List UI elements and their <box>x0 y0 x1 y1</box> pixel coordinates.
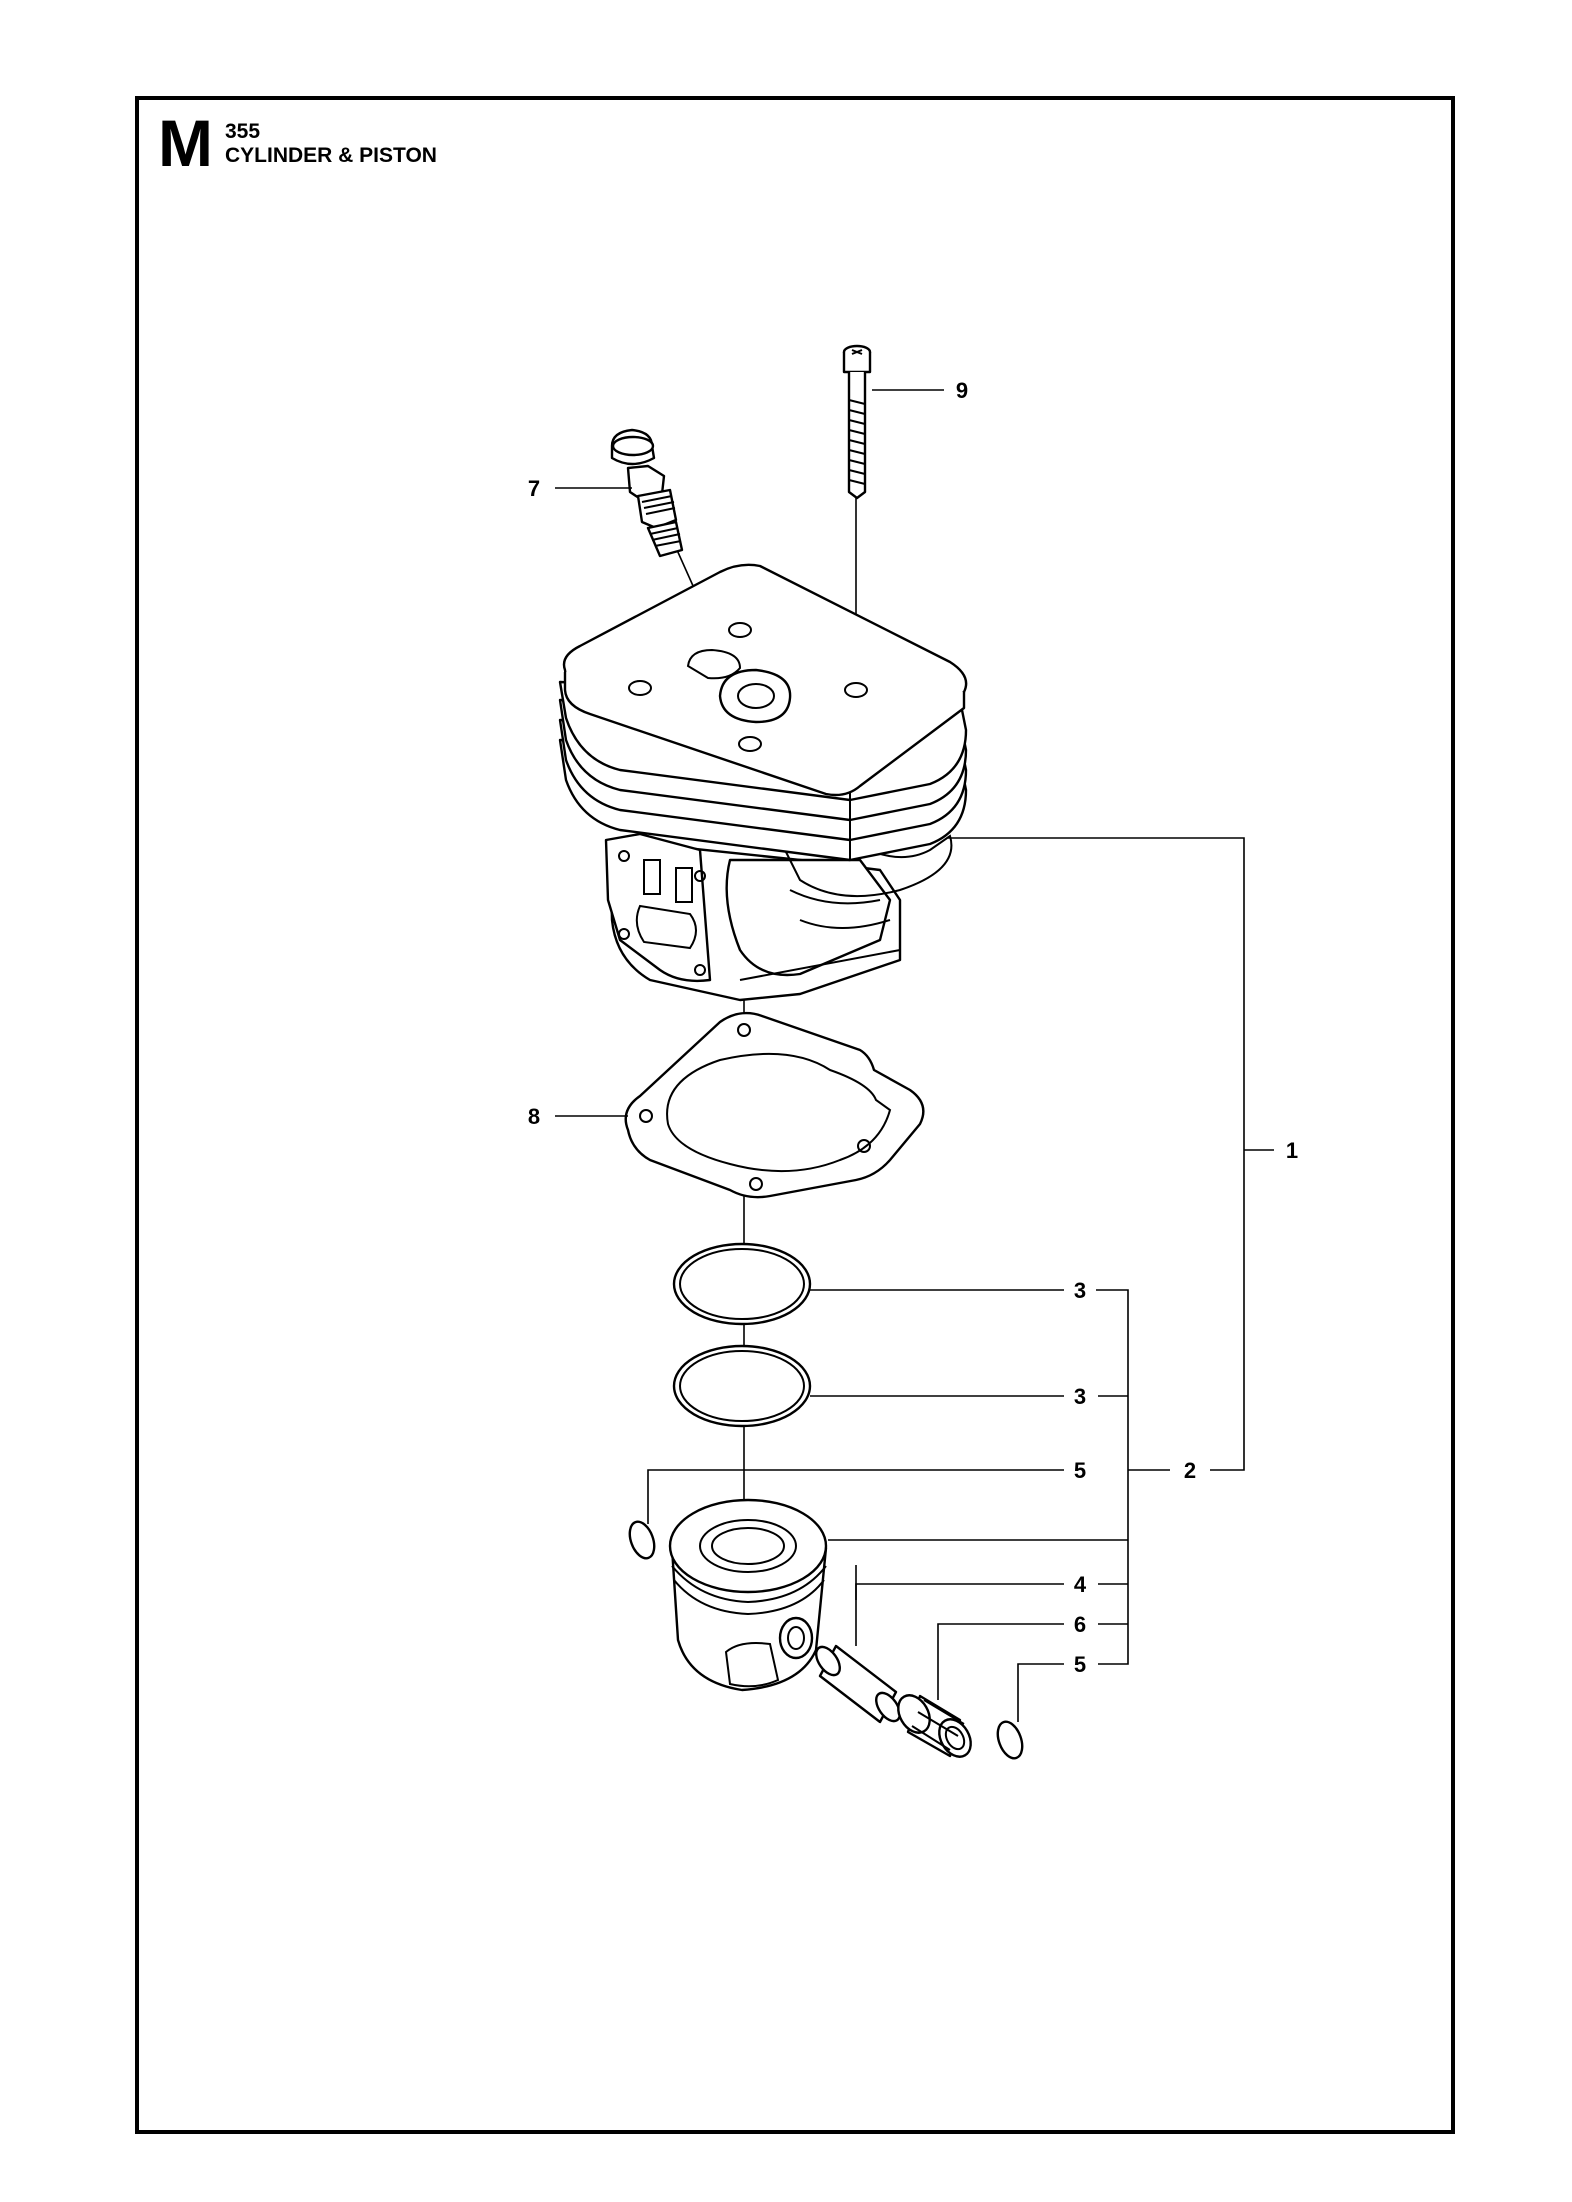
leader-lines <box>555 389 1274 1722</box>
valve-part-7 <box>610 428 684 558</box>
section-title: CYLINDER & PISTON <box>225 144 437 167</box>
piston-part-2 <box>668 1498 828 1692</box>
circlip-part-5-left <box>628 1520 656 1560</box>
piston-pin-part-4 <box>815 1644 901 1724</box>
callout-label-5-upper: 5 <box>1074 1458 1086 1483</box>
callout-labels: 9 7 8 1 3 3 5 2 4 6 5 <box>528 378 1298 1677</box>
circlip-part-5-right <box>996 1720 1024 1760</box>
callout-label-8: 8 <box>528 1104 540 1129</box>
callout-label-3-lower: 3 <box>1074 1384 1086 1409</box>
callout-label-3-upper: 3 <box>1074 1278 1086 1303</box>
gasket-part-8 <box>624 1011 925 1199</box>
piston-ring-part-3-upper <box>672 1242 812 1326</box>
section-letter: M <box>158 106 213 180</box>
callout-label-4: 4 <box>1074 1572 1087 1597</box>
cylinder-part-1 <box>558 563 968 1002</box>
bolt-part-9 <box>842 344 872 500</box>
model-number: 355 <box>225 120 261 143</box>
callout-label-7: 7 <box>528 476 540 501</box>
page-frame <box>135 96 1455 2134</box>
callout-label-5-lower: 5 <box>1074 1652 1086 1677</box>
needle-bearing-part-6 <box>897 1694 972 1758</box>
callout-label-6: 6 <box>1074 1612 1086 1637</box>
callout-label-9: 9 <box>956 378 968 403</box>
callout-label-2: 2 <box>1184 1458 1196 1483</box>
callout-label-1: 1 <box>1286 1138 1298 1163</box>
piston-ring-part-3-lower <box>672 1344 812 1428</box>
